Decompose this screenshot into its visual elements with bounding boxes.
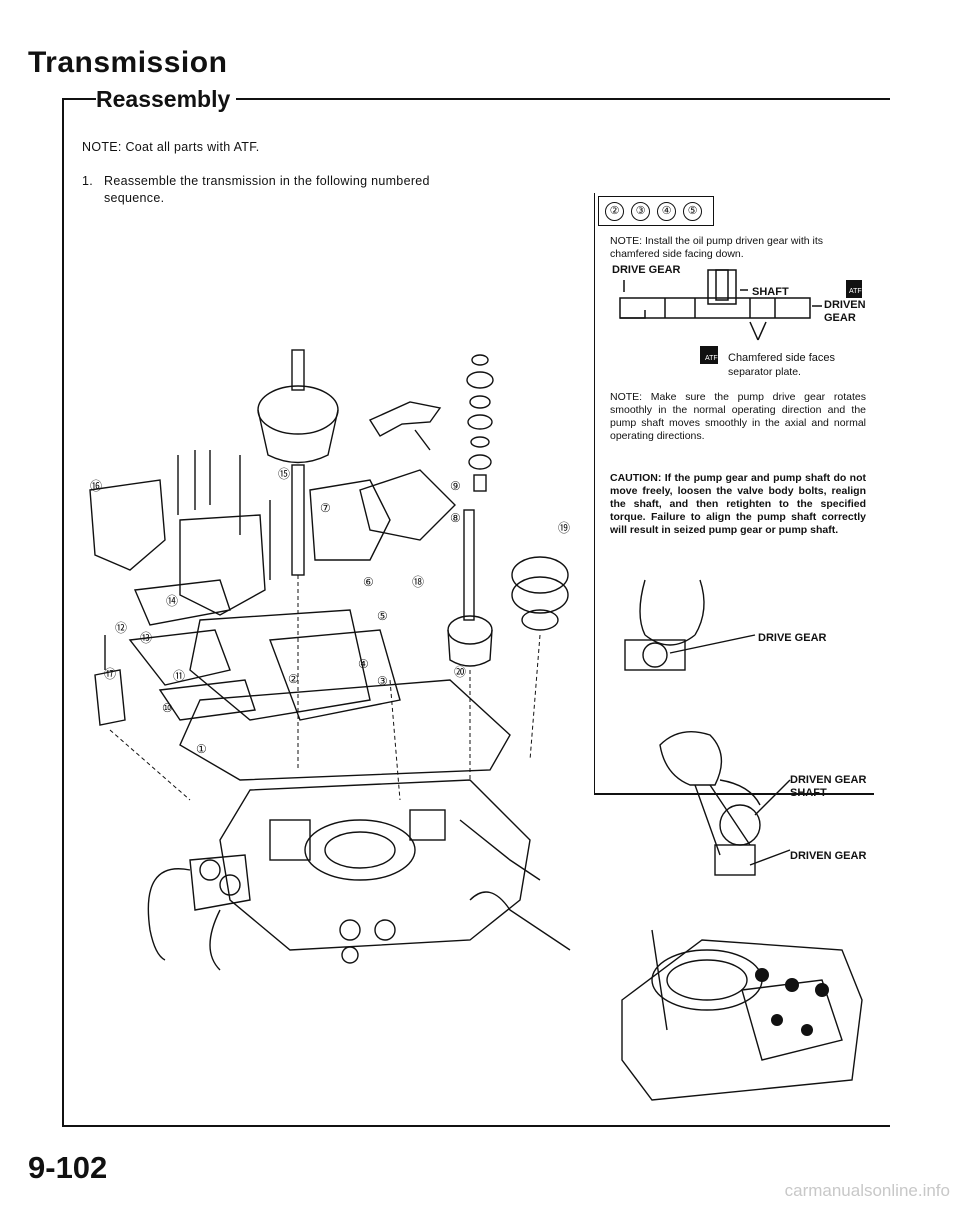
callout-3: ③ xyxy=(377,674,388,688)
watermark: carmanualsonline.info xyxy=(784,1181,950,1200)
callout-11: ⑪ xyxy=(173,669,185,683)
gear-section-figure: ATF xyxy=(619,269,862,364)
section-rule xyxy=(62,98,890,100)
callout-14: ⑭ xyxy=(166,594,178,608)
label-driven-gear-shaft-1: DRIVEN GEAR xyxy=(790,774,867,786)
step-number: 1. xyxy=(82,174,94,188)
label-driven-gear-3: DRIVEN GEAR xyxy=(790,850,867,862)
driven-gear-illustration xyxy=(659,731,791,876)
callout-16: ⑯ xyxy=(90,479,102,493)
panel-step-2: ② xyxy=(605,202,624,221)
callout-15: ⑮ xyxy=(278,467,290,481)
installed-gears-illustration xyxy=(621,929,863,1101)
callout-10: ⑩ xyxy=(162,701,173,715)
page-number: 9-102 xyxy=(28,1150,108,1185)
left-margin-rule xyxy=(62,98,64,1126)
callout-18: ⑱ xyxy=(412,575,424,589)
panel-note-2: NOTE: Make sure the pump drive gear rota… xyxy=(610,391,866,442)
side-panel xyxy=(594,193,875,793)
callout-20: ⑳ xyxy=(454,665,466,679)
label-driven-2: GEAR xyxy=(824,312,856,324)
panel-step-5: ⑤ xyxy=(683,202,702,221)
label-shaft: SHAFT xyxy=(752,286,789,298)
caution-text: CAUTION: If the pump gear and pump shaft… xyxy=(610,472,866,536)
exploded-view-diagram: ① ② ③ ④ ⑤ ⑥ ⑦ ⑧ ⑨ ⑩ ⑪ ⑫ ⑬ ⑭ ⑮ ⑯ ⑰ ⑱ ⑲ ⑳ xyxy=(89,349,571,971)
drive-gear-illustration xyxy=(624,579,756,671)
label-drive-gear: DRIVE GEAR xyxy=(612,264,681,276)
callout-19: ⑲ xyxy=(558,521,570,535)
panel-step-4: ④ xyxy=(657,202,676,221)
callout-2: ② xyxy=(288,672,299,686)
step-1: 1. Reassemble the transmission in the fo… xyxy=(82,173,462,207)
page-title: Transmission xyxy=(28,46,228,79)
label-driven-1: DRIVEN xyxy=(824,299,866,311)
callout-17: ⑰ xyxy=(104,667,116,681)
svg-text:ATF: ATF xyxy=(849,288,862,295)
panel-step-3: ③ xyxy=(631,202,650,221)
label-drive-gear-2: DRIVE GEAR xyxy=(758,632,827,644)
callout-6: ⑥ xyxy=(363,575,374,589)
label-chamfered-2: separator plate. xyxy=(728,366,801,378)
callout-13: ⑬ xyxy=(140,631,152,645)
callout-1: ① xyxy=(196,742,207,756)
callout-7: ⑦ xyxy=(320,501,331,515)
callout-4: ④ xyxy=(358,657,369,671)
step-text: Reassemble the transmission in the follo… xyxy=(104,174,430,205)
callout-12: ⑫ xyxy=(115,621,127,635)
section-title: Reassembly xyxy=(96,86,237,113)
note-text: NOTE: Coat all parts with ATF. xyxy=(82,140,260,154)
callout-8: ⑧ xyxy=(450,511,461,525)
bottom-rule xyxy=(62,1125,890,1127)
label-driven-gear-shaft-2: SHAFT xyxy=(790,787,827,799)
callout-9: ⑨ xyxy=(450,479,461,493)
panel-step-header: ② ③ ④ ⑤ xyxy=(598,196,714,226)
panel-bottom-rule xyxy=(594,793,874,795)
callout-5: ⑤ xyxy=(377,609,388,623)
panel-note-1: NOTE: Install the oil pump driven gear w… xyxy=(610,235,824,260)
atf-icon: ATF xyxy=(705,355,718,362)
label-chamfered-1: Chamfered side faces xyxy=(728,352,835,364)
